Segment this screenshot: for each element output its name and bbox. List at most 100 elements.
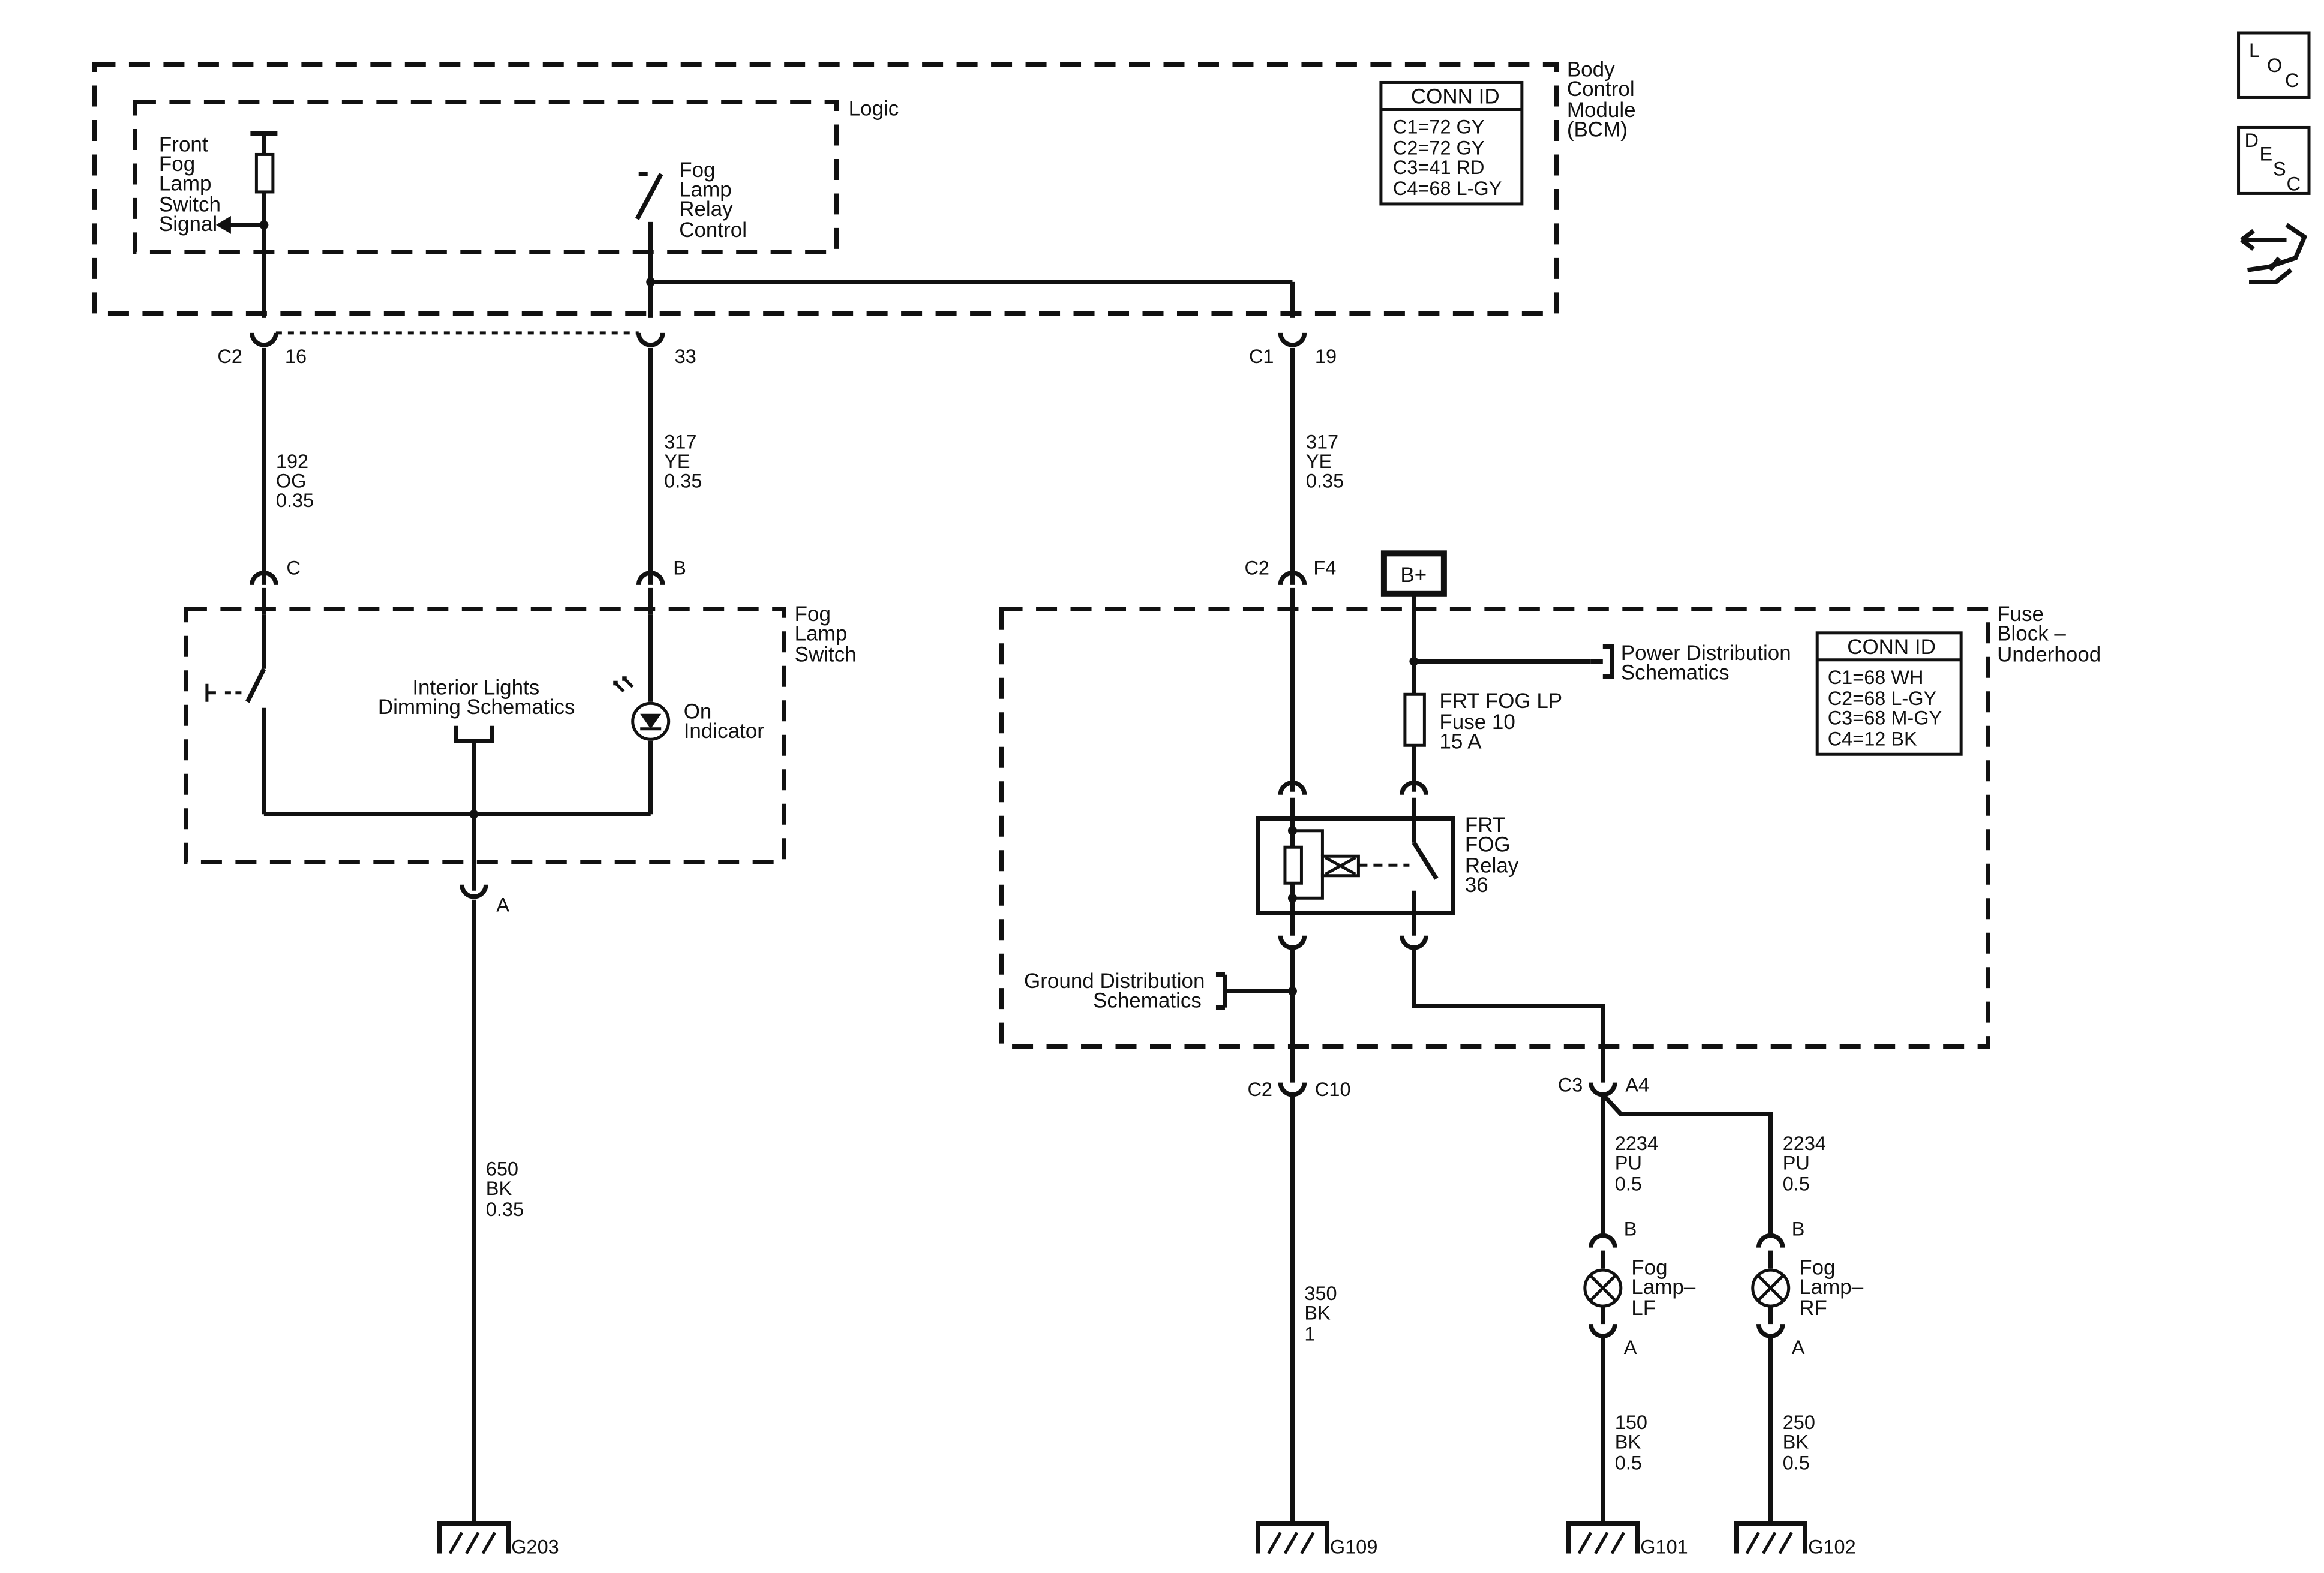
- relay-terminals-top: [1278, 781, 1428, 821]
- svg-text:(BCM): (BCM): [1567, 118, 1628, 141]
- wire-650-label: 650 BK 0.35: [486, 1158, 524, 1220]
- fuse-10: [1403, 692, 1426, 792]
- wire-250-label: 250 BK 0.5: [1783, 1412, 1815, 1473]
- ground-distribution-ref[interactable]: Ground Distribution Schematics: [1024, 969, 1293, 1013]
- svg-text:C3: C3: [1558, 1074, 1583, 1096]
- connector-c2-16: C2 16: [217, 332, 307, 367]
- ground-g101-icon: G101: [1566, 1521, 1688, 1558]
- svg-text:A4: A4: [1625, 1074, 1649, 1096]
- hand-pointer-icon[interactable]: [2240, 223, 2308, 284]
- svg-text:Block –: Block –: [1997, 622, 2066, 645]
- wire-2234-lf-label: 2234 PU 0.5: [1615, 1133, 1658, 1194]
- svg-text:YE: YE: [664, 451, 690, 472]
- svg-text:C: C: [286, 557, 300, 578]
- svg-text:317: 317: [664, 431, 696, 452]
- fog-lamp-feed-splice: [1601, 1093, 1773, 1235]
- svg-text:C4=68 L-GY: C4=68 L-GY: [1393, 178, 1502, 199]
- svg-text:1: 1: [1304, 1323, 1315, 1345]
- svg-text:BK: BK: [1304, 1302, 1331, 1324]
- svg-text:0.5: 0.5: [1783, 1452, 1810, 1474]
- ground-g102-icon: G102: [1734, 1521, 1856, 1558]
- svg-text:Lamp: Lamp: [679, 178, 732, 201]
- svg-text:E: E: [2260, 143, 2273, 164]
- svg-text:FOG: FOG: [1465, 833, 1511, 857]
- svg-text:Fog: Fog: [795, 602, 831, 626]
- connector-switch-c: C: [250, 557, 301, 615]
- connector-switch-a: A: [460, 862, 509, 916]
- fog-lamp-rf-label: Fog Lamp– RF: [1799, 1256, 1864, 1320]
- relay-control-label: Fog Lamp Relay Control: [679, 158, 747, 242]
- svg-text:YE: YE: [1306, 451, 1332, 472]
- fuse-block-title: Fuse Block – Underhood: [1997, 602, 2101, 666]
- svg-text:250: 250: [1783, 1412, 1815, 1433]
- connector-c2-f4: C2 F4: [1244, 557, 1336, 792]
- svg-text:CONN ID: CONN ID: [1847, 635, 1936, 659]
- svg-text:O: O: [2267, 55, 2282, 76]
- power-distribution-ref[interactable]: Power Distribution Schematics: [1590, 641, 1791, 684]
- svg-text:Interior Lights: Interior Lights: [412, 676, 539, 699]
- svg-text:PU: PU: [1615, 1152, 1642, 1174]
- loc-icon[interactable]: L O C: [2237, 31, 2311, 99]
- wire-317-switch-label: 317 YE 0.35: [664, 431, 702, 491]
- fog-lamp-lf: B A: [1583, 1218, 1637, 1524]
- desc-icon[interactable]: D E S C: [2237, 125, 2311, 195]
- on-indicator-label: On Indicator: [684, 700, 765, 742]
- connector-c2-c10: C2 C10: [1247, 1079, 1350, 1100]
- svg-text:B: B: [1624, 1218, 1637, 1240]
- svg-text:Underhood: Underhood: [1997, 643, 2101, 666]
- svg-text:G102: G102: [1808, 1536, 1855, 1558]
- svg-text:2234: 2234: [1783, 1133, 1826, 1154]
- svg-text:C1=72 GY: C1=72 GY: [1393, 116, 1485, 137]
- relay-control-switch: [635, 172, 1295, 318]
- svg-text:A: A: [1624, 1337, 1637, 1358]
- svg-text:C2: C2: [217, 346, 242, 367]
- svg-text:OG: OG: [276, 470, 307, 491]
- svg-text:0.5: 0.5: [1615, 1452, 1642, 1474]
- svg-text:15 A: 15 A: [1439, 730, 1482, 753]
- svg-text:Lamp: Lamp: [795, 622, 848, 645]
- svg-text:B: B: [673, 557, 686, 578]
- svg-text:Switch: Switch: [159, 193, 221, 216]
- svg-text:LF: LF: [1631, 1296, 1656, 1320]
- svg-text:Ground Distribution: Ground Distribution: [1024, 969, 1205, 993]
- fuse-block-conn-id-table: CONN ID C1=68 WH C2=68 L-GY C3=68 M-GY C…: [1815, 631, 1963, 756]
- svg-text:16: 16: [285, 346, 307, 367]
- svg-text:Fog: Fog: [1631, 1256, 1667, 1280]
- svg-text:L: L: [2249, 40, 2260, 61]
- svg-text:Fog: Fog: [159, 152, 195, 176]
- connector-c2-33: 33: [636, 332, 696, 367]
- svg-text:B: B: [1792, 1218, 1805, 1240]
- svg-text:Switch: Switch: [795, 643, 857, 666]
- svg-text:B+: B+: [1400, 563, 1427, 587]
- dimming-schematics-ref[interactable]: Interior Lights Dimming Schematics: [378, 676, 575, 891]
- svg-text:Schematics: Schematics: [1093, 989, 1202, 1013]
- ground-g109-icon: G109: [1256, 1521, 1377, 1558]
- svg-text:Module: Module: [1567, 98, 1636, 122]
- bcm-boundary: [92, 62, 1559, 316]
- logic-boundary: [133, 100, 839, 254]
- bcm-conn-id-table: CONN ID C1=72 GY C2=72 GY C3=41 RD C4=68…: [1379, 80, 1524, 206]
- svg-text:33: 33: [675, 346, 696, 367]
- svg-text:G203: G203: [511, 1536, 559, 1558]
- svg-text:PU: PU: [1783, 1152, 1810, 1174]
- svg-text:Fog: Fog: [679, 158, 715, 182]
- svg-text:S: S: [2273, 158, 2286, 179]
- svg-text:Power Distribution: Power Distribution: [1621, 641, 1791, 665]
- wire-2234-rf-label: 2234 PU 0.5: [1783, 1133, 1826, 1194]
- svg-text:150: 150: [1615, 1412, 1647, 1433]
- svg-text:F4: F4: [1313, 557, 1336, 578]
- svg-text:0.5: 0.5: [1615, 1173, 1642, 1195]
- svg-text:Fuse: Fuse: [1997, 602, 2044, 626]
- svg-text:Indicator: Indicator: [684, 719, 765, 743]
- svg-text:650: 650: [486, 1158, 518, 1180]
- svg-text:C2: C2: [1247, 1079, 1272, 1100]
- svg-text:C3=41 RD: C3=41 RD: [1393, 157, 1485, 178]
- svg-text:C2=68 L-GY: C2=68 L-GY: [1828, 688, 1936, 709]
- connector-c1-19: C1 19: [1249, 332, 1337, 367]
- svg-text:350: 350: [1304, 1283, 1337, 1304]
- svg-text:C4=12 BK: C4=12 BK: [1828, 728, 1917, 749]
- on-indicator-led: [613, 614, 671, 815]
- svg-text:Control: Control: [679, 218, 747, 242]
- frt-fog-relay-label: FRT FOG Relay 36: [1465, 813, 1519, 897]
